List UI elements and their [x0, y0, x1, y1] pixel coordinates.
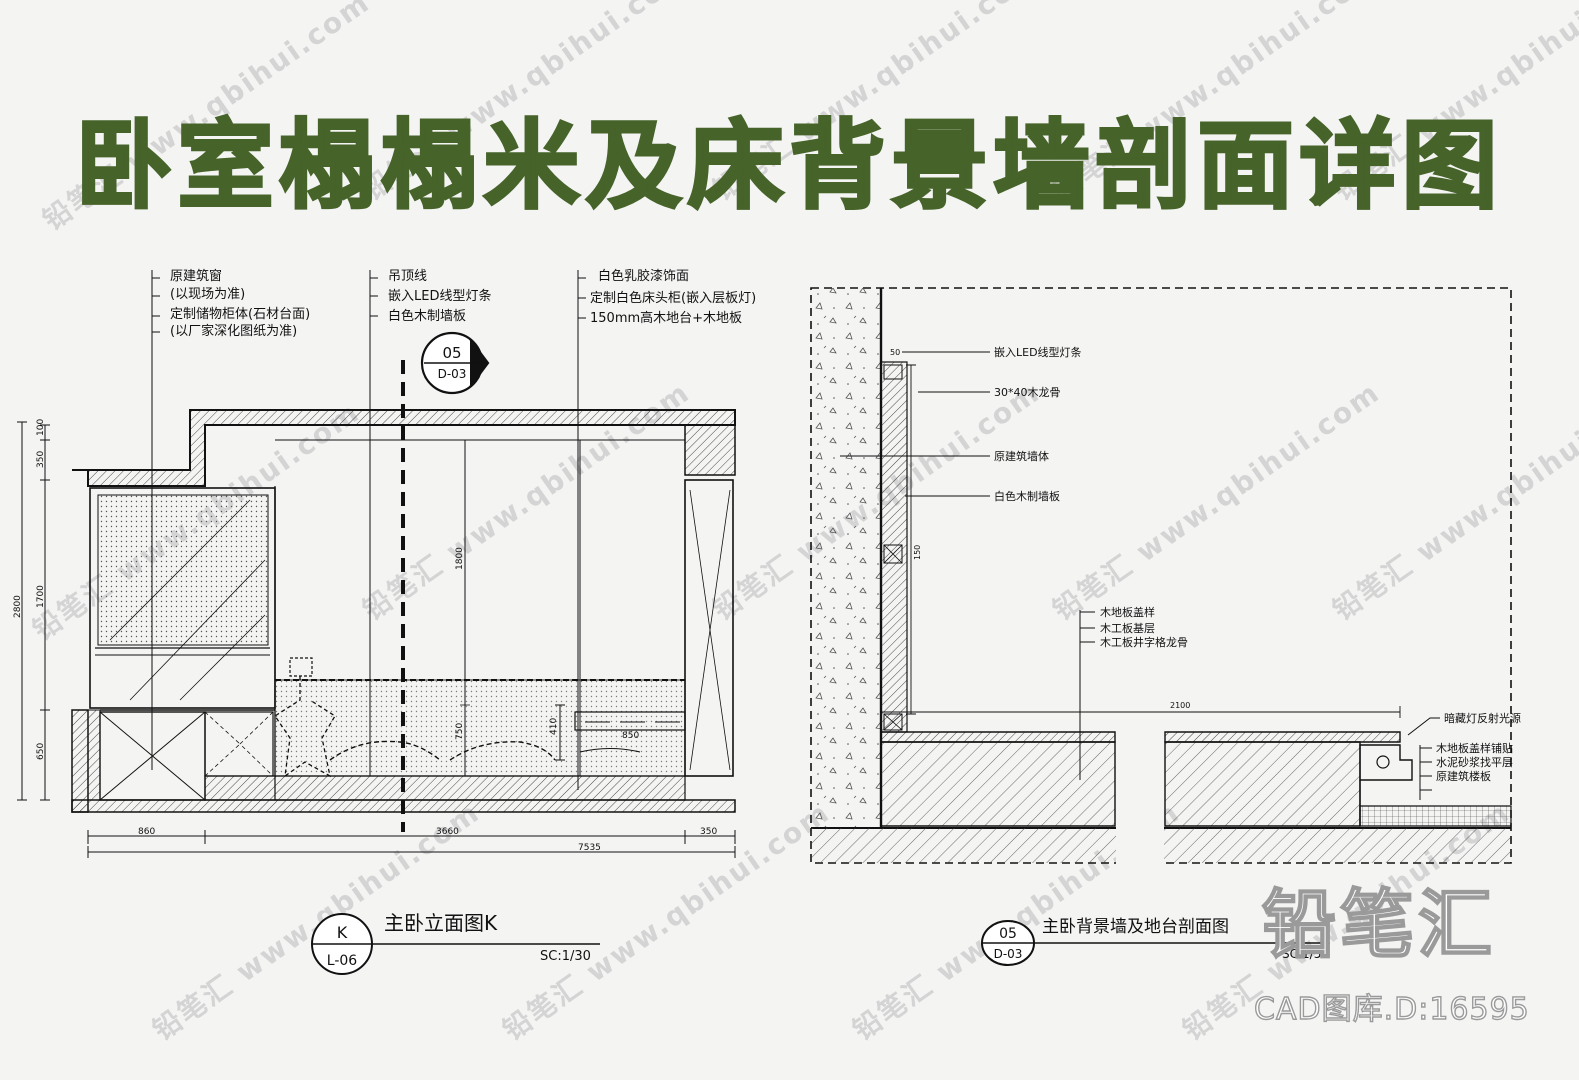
elevation-caption: K L-06 主卧立面图K SC:1/30	[311, 911, 600, 975]
annotation: 木工板井字格龙骨	[1100, 635, 1188, 649]
annotation: 木工板基层	[1100, 621, 1155, 635]
caption-scale: SC:1/5	[1282, 947, 1321, 961]
annotation: 原建筑墙体	[994, 449, 1049, 463]
dim-label: 1800	[455, 547, 465, 570]
annotation: 白色乳胶漆饰面	[598, 268, 689, 284]
dim-label: 850	[622, 731, 639, 741]
dim-label: 1700	[36, 585, 46, 608]
section-mark-number: 05	[442, 344, 461, 362]
caption-name: 主卧立面图K	[384, 911, 498, 935]
dim-label: 350	[700, 827, 717, 837]
page-title: 卧室榻榻米及床背景墙剖面详图	[74, 110, 1504, 222]
section-drawing	[810, 287, 1512, 865]
section-annotations: 嵌入LED线型灯条 30*40木龙骨 原建筑墙体 白色木制墙板 木地板盖样 木工…	[890, 345, 1521, 783]
dim-label: 7535	[578, 843, 601, 853]
brand-id: CAD图库.D:16595	[1253, 991, 1530, 1027]
dim-label: 3660	[436, 827, 459, 837]
caption-scale: SC:1/30	[540, 949, 591, 964]
dim-label: 2100	[1170, 701, 1190, 710]
annotation: (以现场为准)	[170, 287, 245, 302]
dim-label: 150	[913, 545, 922, 560]
section-caption: 05 D-03 主卧背景墙及地台剖面图 SC:1/5	[981, 917, 1330, 966]
dim-label: 2800	[13, 595, 23, 618]
annotation: 水泥砂浆找平层	[1436, 755, 1513, 769]
annotation: 暗藏灯反射光源	[1444, 711, 1521, 725]
annotation: 嵌入LED线型灯条	[388, 288, 491, 304]
annotation: (以厂家深化图纸为准)	[170, 323, 297, 339]
caption-code-top: K	[337, 923, 348, 942]
annotation: 150mm高木地台+木地板	[590, 310, 742, 326]
dim-label: 100	[36, 419, 46, 436]
dim-label: 50	[890, 348, 900, 357]
annotation: 原建筑楼板	[1436, 769, 1491, 783]
section-mark-ref: D-03	[438, 367, 467, 381]
annotation: 白色木制墙板	[388, 308, 466, 324]
caption-code-bottom: L-06	[327, 953, 358, 969]
dim-label: 410	[549, 718, 559, 735]
elevation-annotations: 原建筑窗 (以现场为准) 定制储物柜体(石材台面) (以厂家深化图纸为准) 吊顶…	[13, 268, 756, 853]
brand-logo-text: 铅笔汇	[1261, 882, 1496, 968]
dim-label: 650	[36, 743, 46, 760]
annotation: 木地板盖样铺贴	[1436, 741, 1513, 755]
annotation: 吊顶线	[388, 269, 427, 284]
annotation: 定制白色床头柜(嵌入层板灯)	[590, 290, 756, 306]
annotation: 嵌入LED线型灯条	[994, 345, 1082, 359]
annotation: 原建筑窗	[170, 268, 222, 284]
dim-label: 750	[455, 723, 465, 740]
caption-code-top: 05	[999, 926, 1017, 942]
caption-name: 主卧背景墙及地台剖面图	[1042, 917, 1229, 937]
annotation: 30*40木龙骨	[994, 386, 1061, 399]
annotation: 木地板盖样	[1100, 605, 1155, 619]
annotation: 白色木制墙板	[994, 489, 1060, 503]
caption-code-bottom: D-03	[994, 947, 1023, 961]
dim-label: 860	[138, 827, 155, 837]
annotation: 定制储物柜体(石材台面)	[170, 307, 310, 322]
elevation-drawing	[17, 270, 736, 858]
dim-label: 350	[36, 451, 46, 468]
